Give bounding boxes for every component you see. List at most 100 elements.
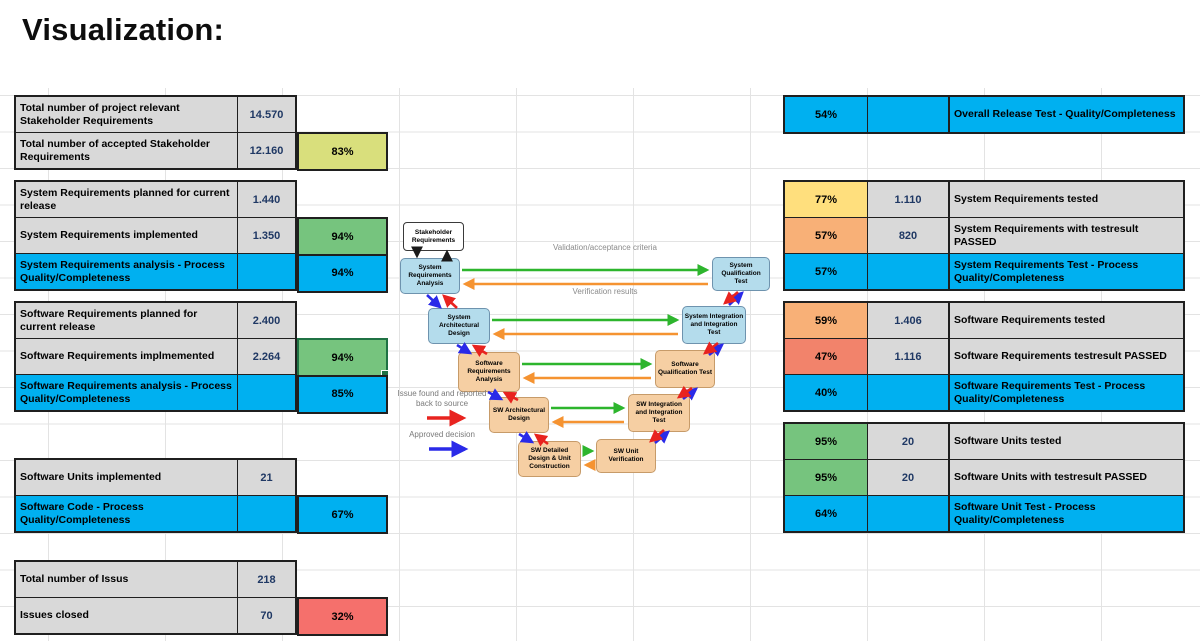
row-pct-cell[interactable]: 40% [785, 375, 867, 410]
row-value-cell[interactable]: 820 [867, 218, 948, 253]
left-block-stakeholder: Total number of project relevant Stakeho… [14, 95, 297, 170]
table-row: Software Code - Process Quality/Complete… [16, 495, 295, 531]
row-value-cell[interactable] [867, 496, 948, 531]
table-row: System Requirements implemented 1.350 [16, 217, 295, 253]
row-pct-cell[interactable]: 57% [785, 218, 867, 253]
table-row: Total number of project relevant Stakeho… [16, 97, 295, 132]
row-value-cell[interactable]: 1.406 [867, 303, 948, 338]
row-value-cell[interactable]: 1.440 [252, 193, 281, 206]
row-value-cell[interactable] [238, 496, 295, 531]
right-block-overall: 54% Overall Release Test - Quality/Compl… [783, 95, 1185, 134]
row-value-cell[interactable]: 21 [260, 471, 273, 484]
row-label-cell[interactable]: Software Units implemented [16, 460, 238, 495]
row-label-cell[interactable]: System Requirements with testresult PASS… [948, 218, 1183, 253]
row-value-cell[interactable]: 20 [867, 424, 948, 459]
row-label-cell[interactable]: Software Requirements planned for curren… [16, 303, 238, 338]
row-pct-cell[interactable]: 95% [785, 424, 867, 459]
row-label-cell[interactable]: System Requirements analysis - Process Q… [16, 254, 238, 289]
row-value-cell[interactable]: 2.400 [252, 314, 281, 327]
table-row: Software Requirements implmemented 2.264 [16, 338, 295, 374]
left-block-system-requirements: System Requirements planned for current … [14, 180, 297, 291]
row-pct-cell[interactable]: 95% [785, 460, 867, 495]
pct-cell-swreq-implemented-selected[interactable]: 94% [297, 338, 389, 378]
row-label-cell[interactable]: Software Units with testresult PASSED [948, 460, 1183, 495]
row-label-cell[interactable]: Software Requirements analysis - Process… [16, 375, 238, 410]
diagram-box-sw-integration-test: SW Integration and Integration Test [628, 394, 690, 432]
diagram-legend-approved-text: Approved decision [409, 430, 475, 439]
row-label-cell[interactable]: Software Units tested [948, 424, 1183, 459]
pct-cell-sysreq-analysis[interactable]: 94% [297, 253, 388, 293]
diagram-box-sw-unit-verification: SW Unit Verification [596, 439, 656, 473]
row-label-cell[interactable]: Total number of accepted Stakeholder Req… [16, 133, 238, 168]
table-row: 77% 1.110 System Requirements tested [785, 182, 1183, 217]
pct-cell-swreq-analysis[interactable]: 85% [297, 374, 388, 414]
row-value-cell[interactable]: 1.116 [867, 339, 948, 374]
row-pct-cell[interactable]: 59% [785, 303, 867, 338]
pct-cell-accepted-stakeholder[interactable]: 83% [297, 132, 388, 171]
row-label-cell[interactable]: Software Requirements Test - Process Qua… [948, 375, 1183, 410]
diagram-box-system-requirements-analysis: System Requirements Analysis [400, 258, 460, 294]
row-value-cell[interactable]: 218 [257, 573, 276, 586]
row-value-cell[interactable]: 1.110 [867, 182, 948, 217]
row-label-cell[interactable]: Total number of project relevant Stakeho… [16, 97, 238, 132]
row-pct-cell[interactable]: 64% [785, 496, 867, 531]
row-label-cell[interactable]: Software Requirements implmemented [16, 339, 238, 374]
right-block-software-tests: 59% 1.406 Software Requirements tested 4… [783, 301, 1185, 412]
diagram-legend-issue-text: Issue found and reported back to source [397, 389, 487, 408]
row-value-cell[interactable]: 2.264 [252, 350, 281, 363]
table-row: 47% 1.116 Software Requirements testresu… [785, 338, 1183, 374]
table-row: System Requirements planned for current … [16, 182, 295, 217]
diagram-box-stakeholder-requirements: Stakeholder Requirements [403, 222, 464, 251]
table-row: Software Requirements planned for curren… [16, 303, 295, 338]
page-title: Visualization: [22, 12, 225, 47]
row-value-cell[interactable] [238, 375, 295, 410]
diagram-box-system-integration-test: System Integration and Integration Test [682, 306, 746, 344]
table-row: 95% 20 Software Units tested [785, 424, 1183, 459]
row-pct-cell[interactable]: 57% [785, 254, 867, 289]
left-block-software-requirements: Software Requirements planned for curren… [14, 301, 297, 412]
row-label-cell[interactable]: Overall Release Test - Quality/Completen… [948, 97, 1183, 132]
row-value-cell[interactable] [867, 97, 948, 132]
left-block-issues: Total number of Issus 218 Issues closed … [14, 560, 297, 635]
row-value-cell[interactable]: 14.570 [249, 108, 284, 121]
table-row: Issues closed 70 [16, 597, 295, 633]
table-row: Software Units implemented 21 [16, 460, 295, 495]
right-block-system-tests: 77% 1.110 System Requirements tested 57%… [783, 180, 1185, 291]
row-label-cell[interactable]: System Requirements planned for current … [16, 182, 238, 217]
row-label-cell[interactable]: Software Requirements testresult PASSED [948, 339, 1183, 374]
row-label-cell[interactable]: System Requirements Test - Process Quali… [948, 254, 1183, 289]
table-row: Total number of Issus 218 [16, 562, 295, 597]
pct-cell-sysreq-implemented[interactable]: 94% [297, 217, 388, 256]
row-value-cell[interactable]: 12.160 [249, 144, 284, 157]
row-label-cell[interactable]: Software Code - Process Quality/Complete… [16, 496, 238, 531]
diagram-box-system-architectural-design: System Architectural Design [428, 308, 490, 344]
row-label-cell[interactable]: Software Unit Test - Process Quality/Com… [948, 496, 1183, 531]
row-label-cell[interactable]: Issues closed [16, 598, 238, 633]
row-value-cell[interactable] [238, 254, 295, 289]
table-row: System Requirements analysis - Process Q… [16, 253, 295, 289]
diagram-label-criteria: Validation/acceptance criteria [553, 243, 657, 252]
row-value-cell[interactable]: 1.350 [252, 229, 281, 242]
row-value-cell[interactable]: 70 [260, 609, 273, 622]
table-row: Total number of accepted Stakeholder Req… [16, 132, 295, 168]
diagram-box-sw-architectural-design: SW Architectural Design [489, 397, 549, 433]
table-row: 64% Software Unit Test - Process Quality… [785, 495, 1183, 531]
row-pct-cell[interactable]: 47% [785, 339, 867, 374]
row-value-cell[interactable] [867, 254, 948, 289]
row-label-cell[interactable]: Total number of Issus [16, 562, 238, 597]
row-value-cell[interactable] [867, 375, 948, 410]
pct-cell-software-code[interactable]: 67% [297, 495, 388, 534]
table-row: 57% 820 System Requirements with testres… [785, 217, 1183, 253]
row-label-cell[interactable]: Software Requirements tested [948, 303, 1183, 338]
row-pct-cell[interactable]: 77% [785, 182, 867, 217]
table-row: 59% 1.406 Software Requirements tested [785, 303, 1183, 338]
row-label-cell[interactable]: System Requirements implemented [16, 218, 238, 253]
row-label-cell[interactable]: System Requirements tested [948, 182, 1183, 217]
table-row: 57% System Requirements Test - Process Q… [785, 253, 1183, 289]
table-row: 95% 20 Software Units with testresult PA… [785, 459, 1183, 495]
pct-cell-issues-closed[interactable]: 32% [297, 597, 388, 636]
row-value-cell[interactable]: 20 [867, 460, 948, 495]
diagram-box-sw-detailed-design: SW Detailed Design & Unit Construction [518, 441, 581, 477]
row-pct-cell[interactable]: 54% [785, 97, 867, 132]
left-block-software-units: Software Units implemented 21 Software C… [14, 458, 297, 533]
